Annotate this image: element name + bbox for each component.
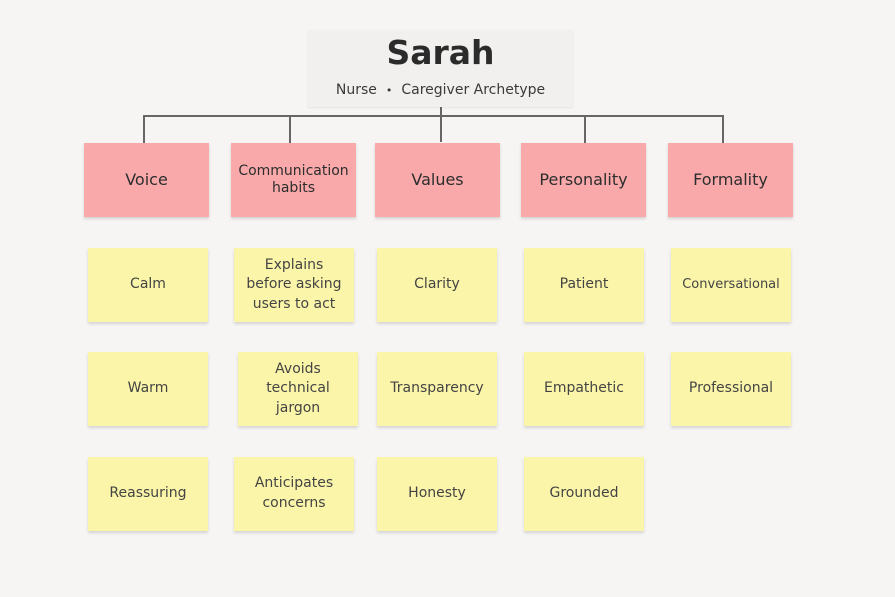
trait-note: Transparency [377,352,497,426]
persona-title-card: Sarah Nurse • Caregiver Archetype [308,30,573,107]
trait-note: Calm [88,248,208,322]
trait-note: Avoids technical jargon [238,352,358,426]
connector-drop-personality [584,115,586,143]
persona-role: Nurse [335,82,377,98]
trait-note: Professional [671,352,791,426]
persona-name: Sarah [386,33,495,72]
connector-bar [143,115,724,117]
persona-subtitle: Nurse • Caregiver Archetype [308,82,573,98]
bullet-separator: • [385,84,393,97]
category-personality: Personality [521,143,646,217]
trait-note: Warm [88,352,208,426]
connector-drop-formality [722,115,724,143]
trait-note: Anticipates concerns [234,457,354,531]
trait-note: Patient [524,248,644,322]
connector-stem [440,107,442,142]
trait-note: Empathetic [524,352,644,426]
category-communication-habits: Communication habits [231,143,356,217]
connector-drop-voice [143,115,145,143]
category-voice: Voice [84,143,209,217]
category-formality: Formality [668,143,793,217]
trait-note: Reassuring [88,457,208,531]
connector-drop-communication [289,115,291,143]
category-values: Values [375,143,500,217]
trait-note: Explains before asking users to act [234,248,354,322]
trait-note: Grounded [524,457,644,531]
trait-note: Honesty [377,457,497,531]
trait-note: Conversational [671,248,791,322]
trait-note: Clarity [377,248,497,322]
persona-archetype: Caregiver Archetype [401,82,546,98]
